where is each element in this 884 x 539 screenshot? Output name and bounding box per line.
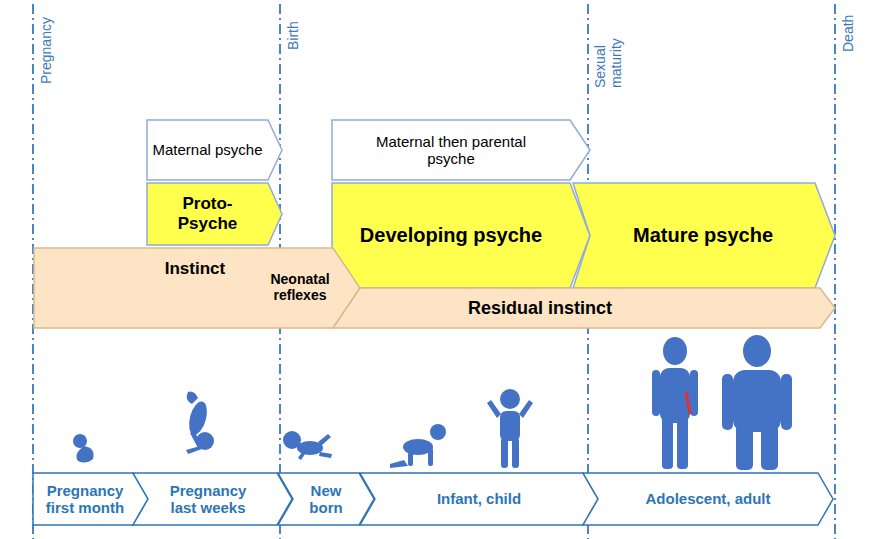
shape-fill	[333, 288, 835, 328]
node-label: Developing psyche	[336, 183, 566, 288]
shape-fill	[147, 183, 282, 245]
child	[487, 389, 533, 468]
figures	[73, 335, 792, 470]
node-label: Neonatal reflexes	[262, 264, 338, 310]
timeline-chevron: Adolescent, adult	[583, 473, 833, 525]
timeline-marker-label: Death	[840, 15, 856, 52]
death-line	[834, 4, 836, 539]
node-label: Mature psyche	[593, 183, 813, 288]
instinct-band: InstinctNeonatal reflexes	[34, 248, 360, 328]
time-markers	[33, 4, 835, 539]
psyche-arrow: Mature psyche	[573, 183, 835, 288]
timeline-marker-label: Birth	[285, 21, 301, 50]
node-label: Adolescent, adult	[598, 473, 818, 525]
psyche-arrow: Maternal psyche	[147, 120, 282, 180]
psyche-arrow: Maternal then parental psyche	[332, 120, 590, 180]
late-fetus	[186, 392, 214, 454]
newborn	[283, 431, 332, 460]
node-label: Infant, child	[375, 473, 583, 525]
timeline-marker-label: Pregnancy	[38, 17, 54, 84]
node-label: Pregnancy first month	[36, 473, 134, 525]
node-label: Pregnancy last weeks	[155, 473, 261, 525]
node-label: Residual instinct	[373, 288, 707, 328]
shape-fill	[332, 120, 590, 180]
shape-fill	[332, 183, 590, 288]
timeline-chevron: New born	[278, 473, 374, 525]
node-label: Maternal psyche	[151, 120, 264, 180]
instinct-band: Residual instinct	[333, 288, 835, 328]
adult	[722, 335, 792, 470]
timeline-marker-label: Sexual maturity	[592, 16, 624, 88]
shape-fill	[278, 473, 374, 525]
red-mark	[686, 392, 690, 414]
timeline-chevron: Pregnancy last weeks	[133, 473, 292, 525]
node-label: New born	[293, 473, 359, 525]
crawling-baby	[390, 424, 446, 468]
node-label: Proto-Psyche	[167, 183, 248, 245]
shape-fill	[133, 473, 292, 525]
psyche-arrow: Developing psyche	[332, 183, 590, 288]
psyche-arrow: Proto-Psyche	[147, 183, 282, 245]
shape-fill	[573, 183, 835, 288]
node-label: Maternal then parental psyche	[366, 120, 536, 180]
timeline-chevron: Infant, child	[360, 473, 598, 525]
shape-fill	[583, 473, 833, 525]
timeline-chevron: Pregnancy first month	[33, 473, 148, 525]
node-label: Instinct	[130, 252, 260, 286]
early-fetus	[73, 434, 94, 463]
shape-fill	[360, 473, 598, 525]
shape-fill	[33, 473, 148, 525]
adolescent	[652, 337, 698, 469]
shape-fill	[147, 120, 282, 180]
shape-fill	[34, 248, 360, 328]
